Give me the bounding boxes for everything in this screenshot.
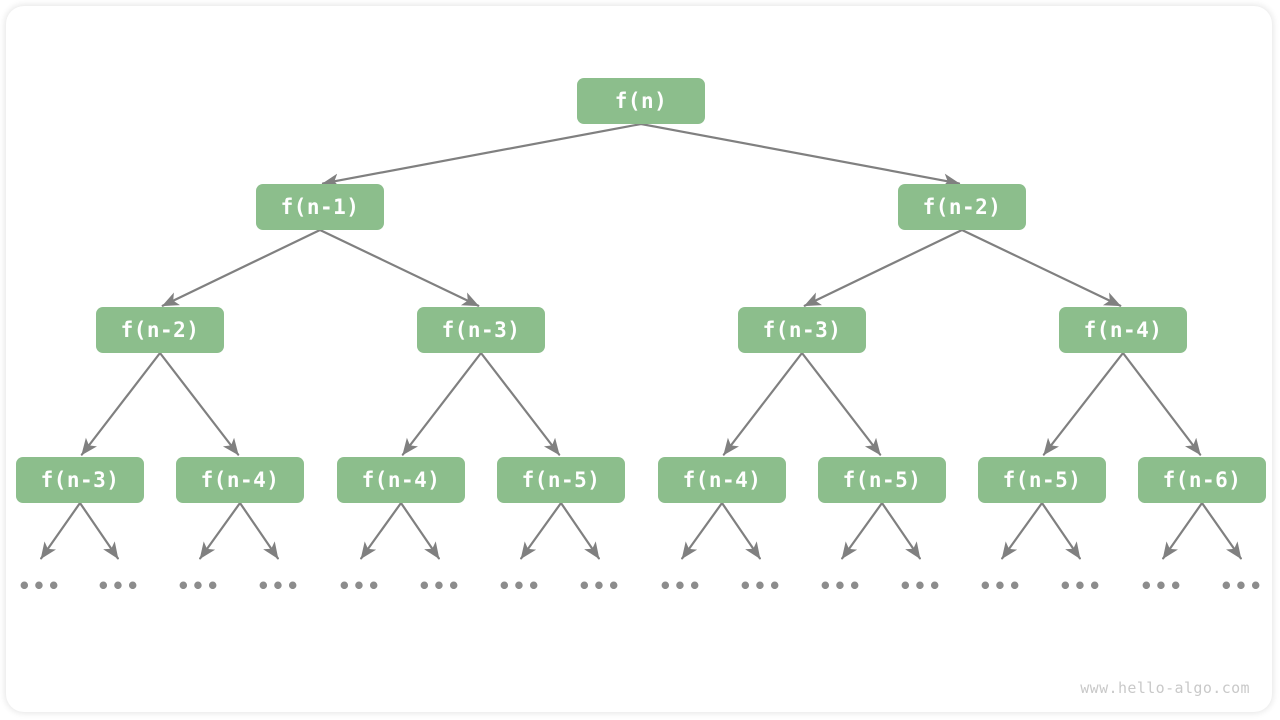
- tree-node: f(n-3): [738, 307, 866, 353]
- tree-node: f(n-2): [96, 307, 224, 353]
- tree-node: f(n-6): [1138, 457, 1266, 503]
- watermark-label: www.hello-algo.com: [1080, 679, 1250, 697]
- leaf-ellipsis: •••: [578, 574, 622, 598]
- leaf-ellipsis: •••: [659, 574, 703, 598]
- leaf-ellipsis: •••: [1220, 574, 1264, 598]
- leaf-ellipsis: •••: [899, 574, 943, 598]
- leaf-ellipsis: •••: [498, 574, 542, 598]
- leaf-ellipsis: •••: [739, 574, 783, 598]
- tree-node: f(n-3): [417, 307, 545, 353]
- tree-node: f(n-4): [176, 457, 304, 503]
- tree-node: f(n-1): [256, 184, 384, 230]
- leaf-ellipsis: •••: [1140, 574, 1184, 598]
- leaf-ellipsis: •••: [418, 574, 462, 598]
- tree-node: f(n-3): [16, 457, 144, 503]
- leaf-ellipsis: •••: [97, 574, 141, 598]
- leaf-ellipsis: •••: [177, 574, 221, 598]
- tree-node: f(n-5): [818, 457, 946, 503]
- leaf-ellipsis: •••: [257, 574, 301, 598]
- leaf-ellipsis: •••: [338, 574, 382, 598]
- tree-node: f(n-5): [497, 457, 625, 503]
- tree-node: f(n-2): [898, 184, 1026, 230]
- leaf-ellipsis: •••: [1059, 574, 1103, 598]
- tree-node: f(n-5): [978, 457, 1106, 503]
- tree-node: f(n-4): [1059, 307, 1187, 353]
- tree-node: f(n-4): [337, 457, 465, 503]
- leaf-ellipsis: •••: [979, 574, 1023, 598]
- tree-node: f(n): [577, 78, 705, 124]
- leaf-ellipsis: •••: [18, 574, 62, 598]
- tree-node: f(n-4): [658, 457, 786, 503]
- leaf-ellipsis: •••: [819, 574, 863, 598]
